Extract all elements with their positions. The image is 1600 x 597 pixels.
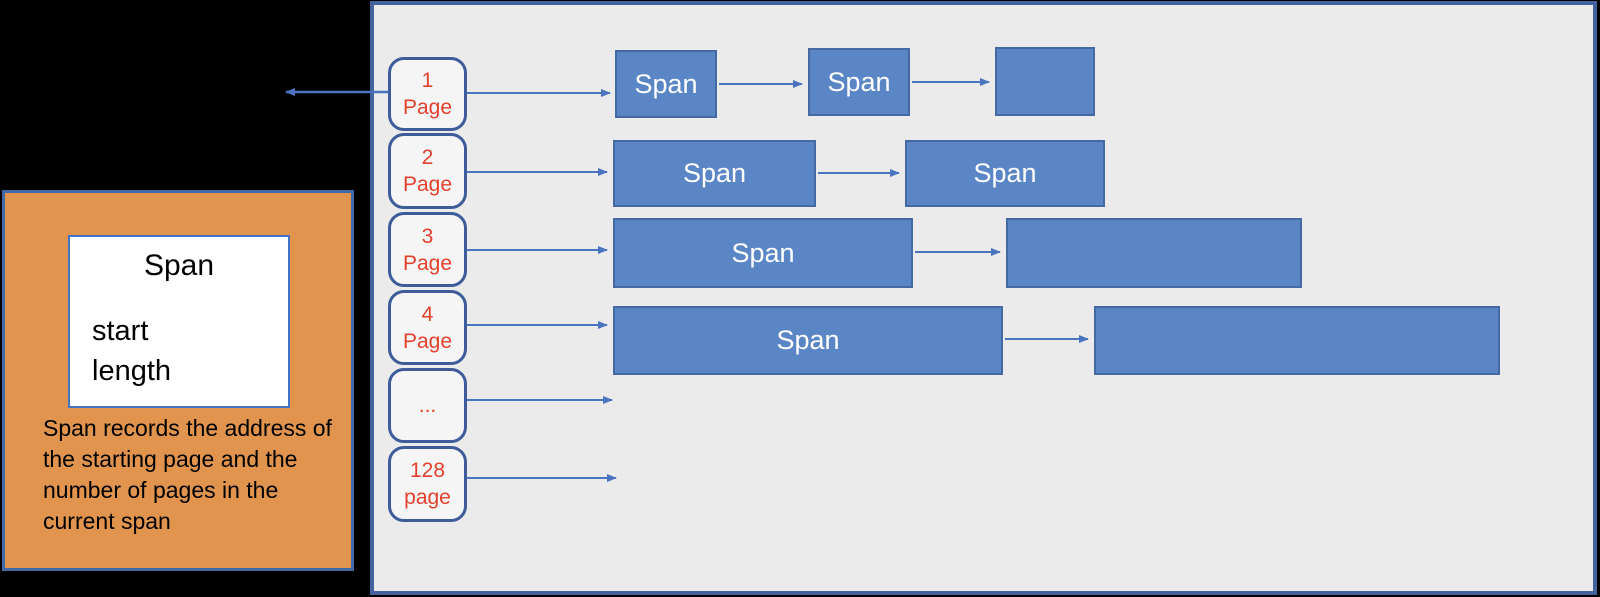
span-node <box>1006 218 1302 288</box>
page-bucket-128: 128 page <box>388 446 467 522</box>
page-bucket-2: 2 Page <box>388 133 467 209</box>
span-node <box>1094 306 1500 375</box>
span-node: Span <box>615 50 717 118</box>
page-bucket-ellipsis: ... <box>388 368 467 443</box>
page-bucket-1: 1 Page <box>388 57 467 131</box>
span-node: Span <box>905 140 1105 207</box>
bucket-size-label: 1 <box>421 69 434 92</box>
bucket-size-label: 2 <box>421 146 434 169</box>
span-note-caption: Span records the address of the starting… <box>43 415 332 534</box>
span-node: Span <box>808 48 910 116</box>
span-node: Span <box>613 218 913 288</box>
bucket-size-label: 4 <box>421 302 434 326</box>
span-node <box>995 47 1095 116</box>
span-node: Span <box>613 306 1003 375</box>
span-field-start: start <box>92 315 149 347</box>
bucket-unit-label: Page <box>402 251 453 275</box>
bucket-unit-label: Page <box>402 329 453 353</box>
bucket-size-label: ... <box>418 394 437 417</box>
span-struct-note: Span start length Span records the addre… <box>2 190 354 571</box>
page-bucket-3: 3 Page <box>388 212 467 287</box>
bucket-size-label: 3 <box>421 224 434 248</box>
span-field-length: length <box>92 355 172 387</box>
span-struct-box: Span start length <box>68 235 290 408</box>
page-bucket-4: 4 Page <box>388 290 467 365</box>
bucket-unit-label: page <box>404 486 451 509</box>
bucket-unit-label: Page <box>402 173 453 196</box>
span-struct-title: Span <box>143 249 215 282</box>
bucket-unit-label: Page <box>402 96 453 119</box>
bucket-size-label: 128 <box>409 459 446 482</box>
span-node: Span <box>613 140 816 207</box>
freelist-panel <box>370 1 1597 595</box>
